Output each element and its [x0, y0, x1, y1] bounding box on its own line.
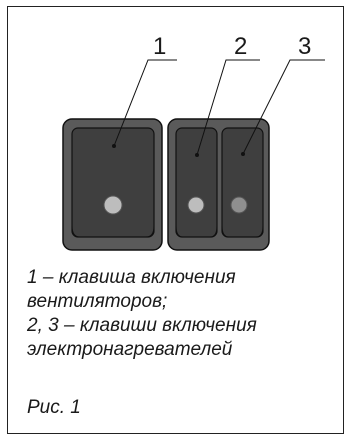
legend-line-4: электронагревателей	[27, 339, 233, 360]
switch-2-rocker	[175, 127, 218, 238]
callout-1-leader	[113, 59, 177, 147]
callout-1-number: 1	[153, 33, 166, 60]
switch-1-rocker-edge	[71, 225, 155, 238]
legend-line-1: 1 – клавиша включения	[27, 267, 236, 288]
switch-3-rocker-edge	[221, 225, 264, 238]
switch-1-indicator	[103, 195, 123, 215]
legend-line-3: 2, 3 – клавиши включения	[27, 315, 257, 336]
switch-3-rocker	[221, 127, 264, 238]
callout-3-number: 3	[298, 33, 311, 60]
callout-3-leader	[242, 59, 325, 155]
legend-line-2: вентиляторов;	[27, 291, 168, 312]
callout-2-number: 2	[234, 33, 247, 60]
legend-caption: 1 – клавиша включения вентиляторов; 2, 3…	[27, 266, 337, 362]
switch-2-indicator	[187, 196, 205, 214]
callout-2-leader	[196, 59, 260, 156]
switch-2-rocker-edge	[175, 225, 218, 238]
figure-label: Рис. 1	[27, 397, 81, 418]
switch-3-indicator	[230, 196, 248, 214]
